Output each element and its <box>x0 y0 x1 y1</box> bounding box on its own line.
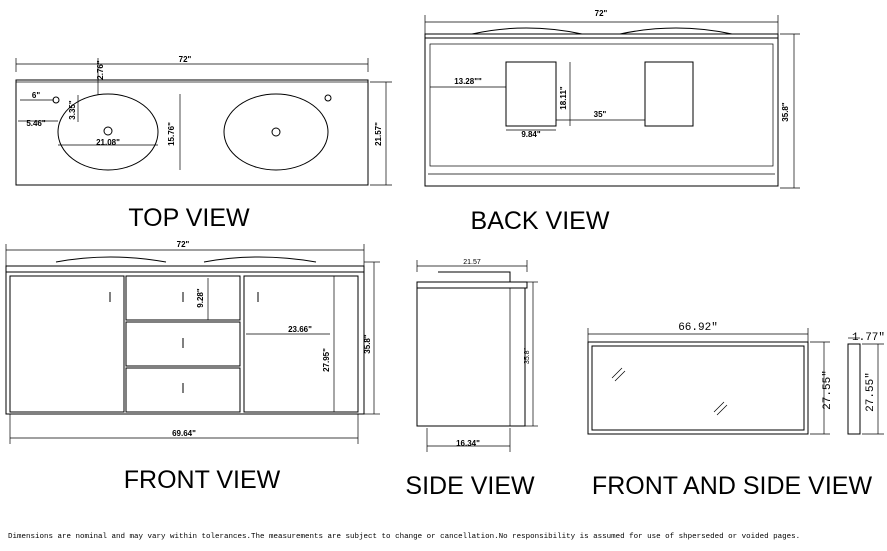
side-view: 21.57 35.8" 16.34" SIDE VIEW <box>405 259 538 500</box>
middle-drawer <box>125 321 241 367</box>
dim-335-label: 3.35" <box>68 100 77 120</box>
front-view: 72" 9.28" 23.66" 27.95" 69.64" 35.8" FRO… <box>5 240 380 494</box>
back-right-cutout <box>644 61 694 127</box>
front-right-sink-profile <box>203 256 317 263</box>
mirror-view: 66.92" 27.55" 1.77" 27.55" FRONT AND SID… <box>587 322 885 500</box>
back-height-label: 35.8" <box>781 102 790 122</box>
right-faucet-hole-icon <box>324 94 332 102</box>
front-width-label: 72" <box>177 240 190 249</box>
right-drain-icon <box>271 127 281 137</box>
top-back-edge <box>15 79 369 83</box>
left-sink-basin <box>57 93 159 171</box>
back-right-sink-profile <box>619 27 733 35</box>
right-door <box>243 275 359 413</box>
back-view-label: BACK VIEW <box>471 207 610 235</box>
top-view-label: TOP VIEW <box>128 204 250 232</box>
back-panel <box>429 43 774 167</box>
back-dim-1328-label: 13.28"" <box>454 77 482 86</box>
top-drawer <box>125 275 241 321</box>
top-depth-label: 21.57" <box>374 122 383 146</box>
top-countertop-outline <box>15 79 369 186</box>
dim-276-label: 2.76" <box>96 60 105 80</box>
mirror-glass <box>591 345 805 431</box>
back-dim-1811-label: 18.11" <box>559 86 568 110</box>
disclaimer-text: Dimensions are nominal and may vary with… <box>8 533 801 541</box>
top-view: 72" 21.57" 2.76" 6" 3.35" 5.46" 21.08" 1… <box>15 55 392 232</box>
mirror-view-label: FRONT AND SIDE VIEW <box>592 472 873 500</box>
side-countertop <box>416 281 528 289</box>
mirror-side-profile <box>847 343 861 435</box>
dim-546-label: 5.46" <box>26 119 46 128</box>
side-view-label: SIDE VIEW <box>405 472 535 500</box>
back-cabinet-outline <box>424 37 779 187</box>
front-height-label: 35.8" <box>363 334 372 354</box>
mirror-height-label: 27.55" <box>822 370 834 410</box>
front-cabinet-outline <box>5 271 365 415</box>
back-left-sink-profile <box>471 27 583 35</box>
top-width-label: 72" <box>179 55 192 64</box>
front-countertop <box>5 265 365 273</box>
back-left-cutout <box>505 61 557 127</box>
back-countertop <box>424 33 779 39</box>
dim-1576-label: 15.76" <box>167 122 176 146</box>
front-dim-6964-label: 69.64" <box>172 429 196 438</box>
front-left-sink-profile <box>55 256 167 263</box>
front-dim-928-label: 9.28" <box>196 288 205 308</box>
mirror-front-frame <box>587 341 809 435</box>
back-dim-35-label: 35" <box>594 110 607 119</box>
back-dim-984-label: 9.84" <box>521 130 541 139</box>
bottom-drawer <box>125 367 241 413</box>
side-cabinet-outline <box>416 287 526 427</box>
mirror-width-label: 66.92" <box>678 322 718 334</box>
back-view: 72" 13.28"" 18.11" 9.84" 35" 35.8" BACK … <box>424 9 800 235</box>
side-depth-label: 21.57 <box>463 259 481 266</box>
left-door <box>9 275 125 413</box>
side-sink-profile <box>438 271 511 282</box>
dim-2108-label: 21.08" <box>96 138 120 147</box>
side-dim-1634-label: 16.34" <box>456 439 480 448</box>
front-dim-2795-label: 27.95" <box>322 348 331 372</box>
side-height-label: 35.8" <box>524 347 531 364</box>
left-drain-icon <box>103 126 113 136</box>
back-width-label: 72" <box>595 9 608 18</box>
mirror-side-height-label: 27.55" <box>865 372 877 412</box>
dim-6-label: 6" <box>32 91 40 100</box>
front-dim-2366-label: 23.66" <box>288 325 312 334</box>
mirror-side-depth-label: 1.77" <box>852 332 885 344</box>
right-sink-basin <box>223 93 329 171</box>
front-view-label: FRONT VIEW <box>124 466 281 494</box>
